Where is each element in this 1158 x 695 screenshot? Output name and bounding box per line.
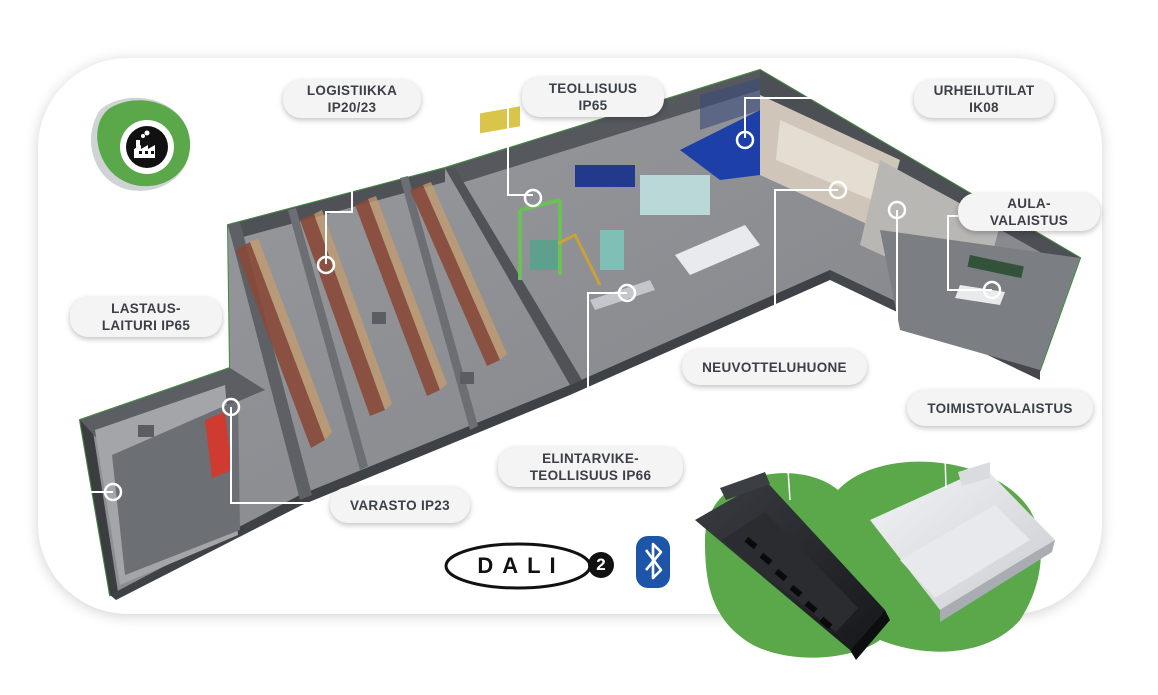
label-varasto: VARASTO IP23 xyxy=(330,487,470,523)
dali-version-badge: 2 xyxy=(588,552,614,578)
callout-leaders xyxy=(51,97,992,504)
label-toimistovalaistus: TOIMISTOVALAISTUS xyxy=(907,390,1093,426)
factory-icon xyxy=(134,130,155,158)
label-neuvotteluhuone: NEUVOTTELUHUONE xyxy=(682,349,867,385)
marker-urheilutilat xyxy=(735,130,755,150)
marker-aulavalaistus xyxy=(982,280,1002,300)
marker-toimistovalaistus xyxy=(887,200,907,220)
label-elintarviketeollisuus: ELINTARVIKE- TEOLLISUUS IP66 xyxy=(498,447,683,487)
marker-teollisuus xyxy=(523,188,543,208)
factory-badge xyxy=(91,97,191,191)
label-aulavalaistus: AULA- VALAISTUS xyxy=(958,193,1100,231)
bluetooth-icon xyxy=(636,536,670,588)
label-logistiikka: LOGISTIIKKA IP20/23 xyxy=(283,80,421,118)
label-teollisuus: TEOLLISUUS IP65 xyxy=(522,77,664,117)
marker-varasto xyxy=(221,397,241,417)
dali-logo: DALI 2 xyxy=(444,540,620,592)
callout-markers xyxy=(103,130,1002,502)
marker-elintarvike xyxy=(617,283,637,303)
marker-neuvotteluhuone xyxy=(828,180,848,200)
dali-logo-text: DALI xyxy=(477,553,565,578)
label-lastauslaituri: LASTAUS- LAITURI IP65 xyxy=(70,297,222,337)
label-urheilutilat: URHEILUTILAT IK08 xyxy=(914,80,1054,118)
product-image xyxy=(695,454,1055,660)
marker-lastauslaituri xyxy=(103,482,123,502)
marker-logistiikka xyxy=(316,255,336,275)
